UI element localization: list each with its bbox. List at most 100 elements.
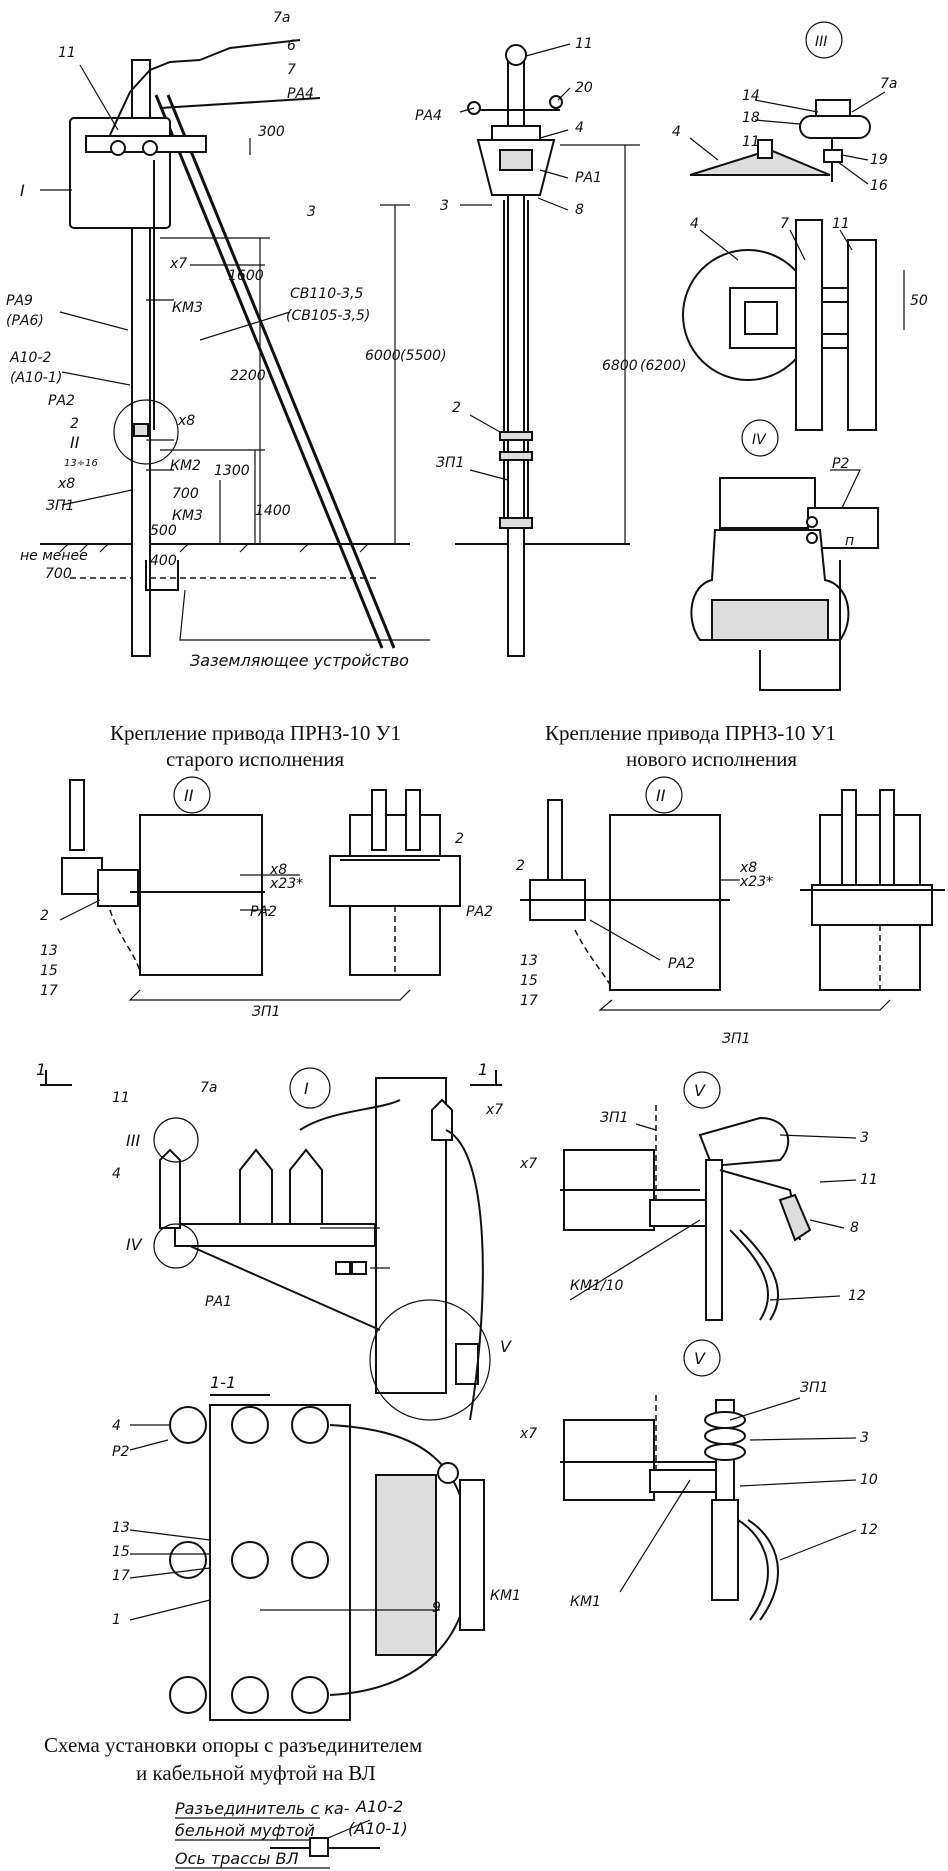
label-7: 7 [287,62,296,78]
fv-label-6800: 6800 [602,358,638,374]
label-km3-top: КМ3 [172,300,203,316]
legend-code-a10-1: (А10-1) [348,1819,408,1838]
om-label-17: 17 [40,983,58,999]
pv-label-III: III [126,1131,140,1150]
label-6: 6 [287,38,296,54]
pv-label-17: 17 [112,1568,130,1584]
label-ra4: РА4 [287,86,314,102]
label-400: 400 [150,553,177,569]
label-ra2: РА2 [48,393,75,409]
nm-label-2: 2 [516,858,525,874]
label-13-16: 13÷16 [64,458,98,469]
d4-label-p2: Р2 [832,456,849,472]
dv2-label-V: V [694,1349,706,1368]
label-a10-1: (А10-1) [10,370,62,386]
dv1-label-12: 12 [848,1288,866,1304]
d3-label-7: 7 [780,216,789,232]
label-700: 700 [172,486,199,502]
label-11: 11 [58,45,76,61]
new-mount-drawing [520,776,945,1011]
fv-label-2: 2 [452,400,461,416]
label-sv110: СВ110-3,5 [290,286,364,302]
d3-label-14: 14 [742,88,760,104]
fv-label-ra4: РА4 [415,108,442,124]
om-label-zp1: ЗП1 [252,1004,280,1020]
label-a10-2: А10-2 [9,350,51,366]
dv1-label-3: 3 [860,1130,869,1146]
pv-label-V: V [500,1337,512,1356]
detail-III [682,21,905,431]
label-5500: (5500) [400,348,447,364]
label-2200: 2200 [230,368,266,384]
dv1-label-x7: х7 [519,1156,537,1172]
om-label-2-right: 2 [455,831,464,847]
label-x7: х7 [169,256,187,272]
d3-label-18: 18 [742,110,760,126]
dv1-label-11: 11 [860,1172,878,1188]
label-1400: 1400 [255,503,291,519]
detail-IV [690,419,879,691]
pv-label-1-left: 1 [36,1060,46,1079]
nm-label-x23: х23* [739,874,773,890]
legend-symbol [175,1817,380,1869]
label-I: I [20,181,25,200]
caption-scheme-title-2: и кабельной муфтой на ВЛ [136,1761,376,1785]
om-label-15: 15 [40,963,58,979]
caption-old-title-1: Крепление привода ПРНЗ-10 У1 [110,721,401,745]
d3-label-50: 50 [910,293,928,309]
caption-old-title-2: старого исполнения [166,747,344,771]
pv-label-x7: х7 [485,1102,503,1118]
fv-label-4: 4 [575,120,584,136]
d3-label-11b: 11 [832,216,850,232]
detail-V-top [560,1071,857,1321]
nm-label-ra2: РА2 [668,956,695,972]
dv1-label-zp1: ЗП1 [600,1110,628,1126]
legend-text-line2: бельной муфтой [175,1821,315,1840]
pv-label-4b: 4 [112,1418,121,1434]
dv2-label-3: 3 [860,1430,869,1446]
pv-label-p2: Р2 [112,1444,129,1460]
om-label-13: 13 [40,943,58,959]
old-mount-drawing [59,776,461,1001]
pv-label-ra1: РА1 [205,1294,232,1310]
dv2-label-12: 12 [860,1522,878,1538]
label-x8-upper: х8 [177,413,195,429]
front-view [455,43,640,657]
pv-label-I: I [304,1079,309,1098]
nm-label-x8: х8 [739,860,757,876]
label-II: II [70,433,80,452]
nm-label-II: II [656,786,666,805]
pv-label-15: 15 [112,1544,130,1560]
d3-label-4: 4 [672,124,681,140]
label-1600: 1600 [228,268,264,284]
label-grounding-device: Заземляющее устройство [190,651,409,670]
pv-label-km1: КМ1 [490,1588,521,1604]
caption-new-title-1: Крепление привода ПРНЗ-10 У1 [545,721,836,745]
fv-label-zp1: ЗП1 [436,455,464,471]
pv-label-7a: 7а [200,1080,218,1096]
fv-label-8: 8 [575,202,584,218]
pv-label-13: 13 [112,1520,130,1536]
dv2-label-km1: КМ1 [570,1594,601,1610]
pv-label-9: 9 [432,1600,441,1616]
dv1-label-8: 8 [850,1220,859,1236]
d3-label-7a: 7а [880,76,898,92]
side-view [40,39,430,657]
nm-label-17: 17 [520,993,538,1009]
om-label-x23: х23* [269,876,303,892]
pv-label-IV: IV [126,1235,143,1254]
label-km3-bottom: КМ3 [172,508,203,524]
d3-label-4b: 4 [690,216,699,232]
dv1-label-V: V [694,1081,706,1100]
label-1300: 1300 [214,463,250,479]
label-300: 300 [258,124,285,140]
nm-label-15: 15 [520,973,538,989]
label-x8-lower: х8 [57,476,75,492]
d4-label-p: п [845,533,854,549]
om-label-x8: х8 [269,862,287,878]
pv-label-1-right: 1 [478,1060,488,1079]
detail-V-bottom [560,1339,857,1621]
label-km2: КМ2 [170,458,201,474]
pv-label-11: 11 [112,1090,130,1106]
